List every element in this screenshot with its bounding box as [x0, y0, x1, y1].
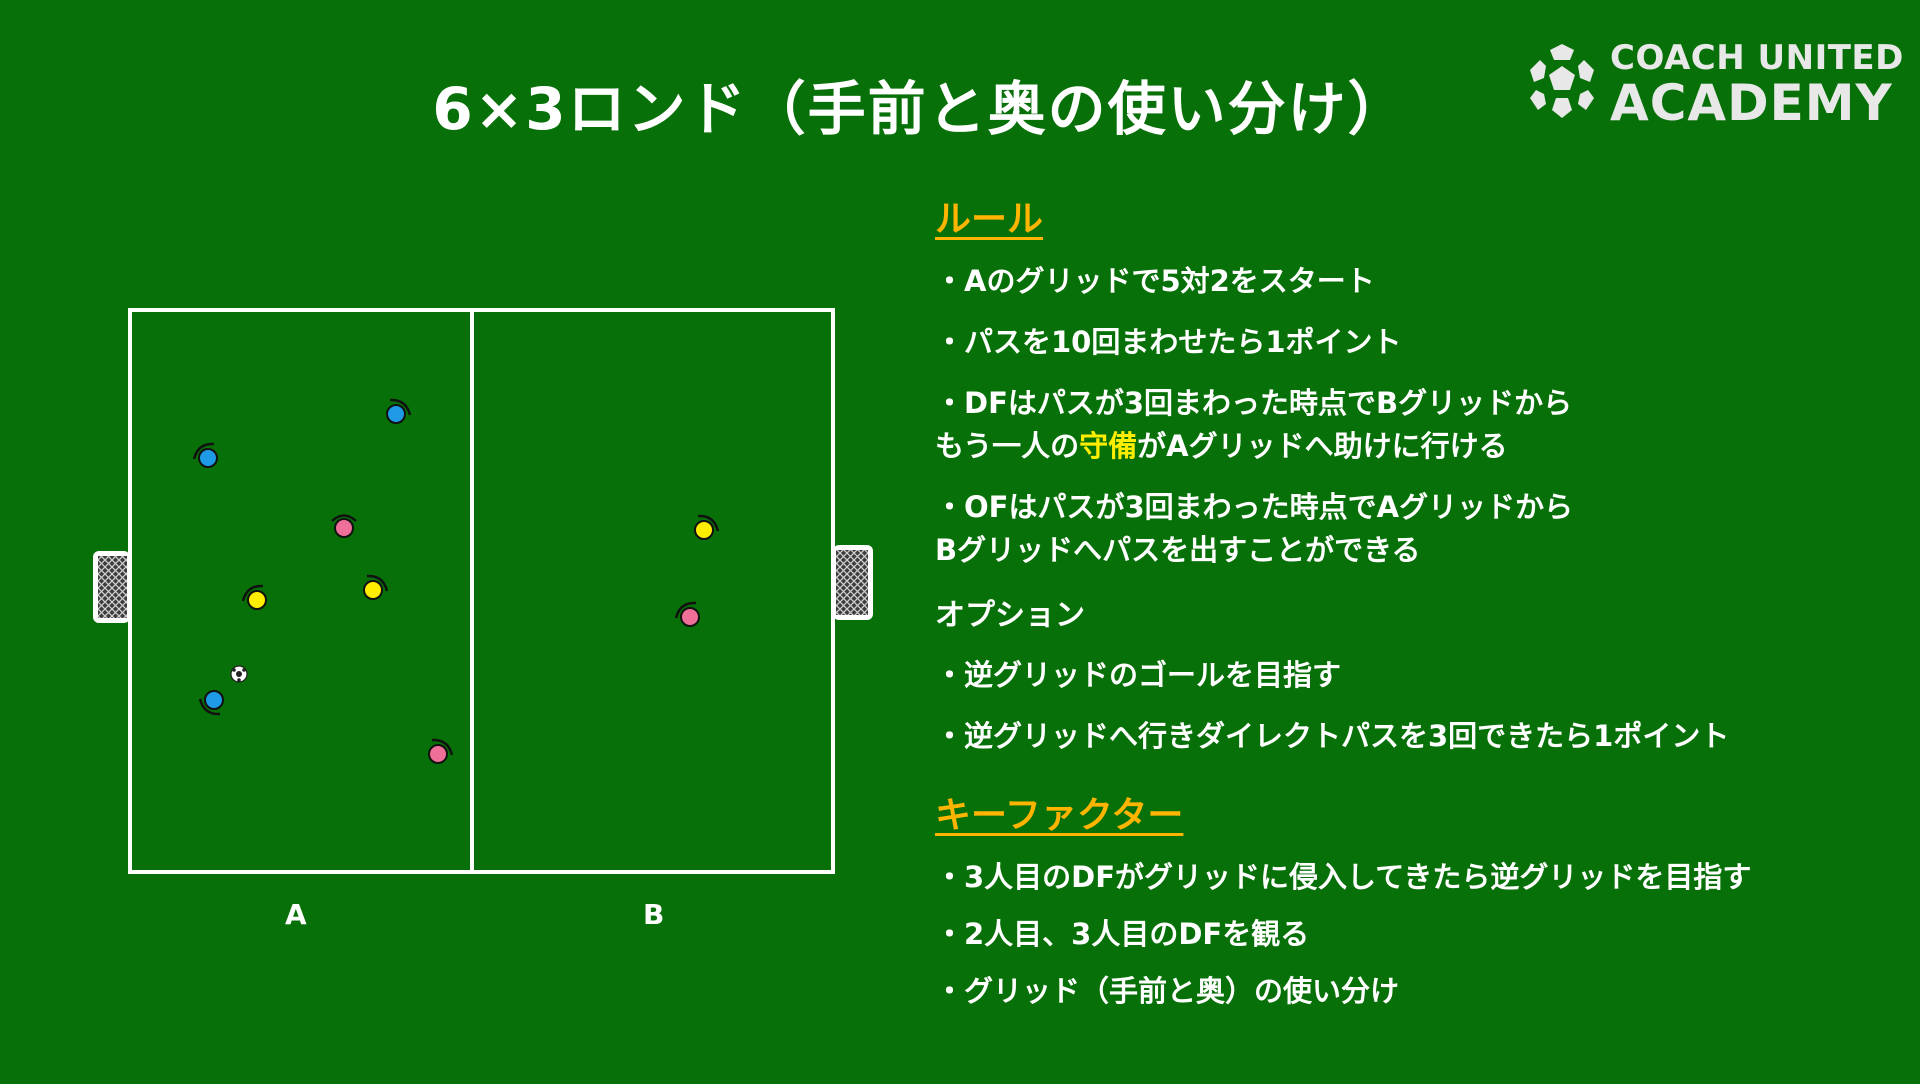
rule-text: がAグリッドへ助けに行ける — [1137, 429, 1508, 463]
key-factor-item: ・2人目、3人目のDFを観る — [935, 917, 1310, 951]
page-title: 6×3ロンド（手前と奥の使い分け） — [432, 75, 1408, 143]
rule-item: ・OFはパスが3回まわった時点でAグリッドから Bグリッドへパスを出すことができ… — [935, 486, 1895, 572]
key-factor-item: ・3人目のDFがグリッドに侵入してきたら逆グリッドを目指す — [935, 860, 1752, 894]
grid-a-boundary — [128, 308, 474, 874]
soccer-ball-icon — [230, 665, 248, 683]
player-marker-blue — [386, 398, 412, 424]
highlight-text: 守備 — [1079, 429, 1138, 463]
player-marker-yellow — [363, 574, 389, 600]
grid-label-a: A — [285, 898, 307, 931]
soccer-ball-logo-icon — [1530, 44, 1594, 118]
left-goal — [93, 551, 130, 623]
text-panel: ルール ・Aのグリッドで5対2をスタート ・パスを10回まわせたら1ポイント ・… — [935, 190, 1895, 1027]
rules-heading: ルール — [935, 199, 1044, 240]
player-marker-pink — [331, 514, 357, 538]
grid-b-boundary — [470, 308, 835, 874]
rule-text: ・DFはパスが3回まわった時点でBグリッドから — [935, 386, 1573, 420]
logo-text-bottom: ACADEMY — [1610, 74, 1893, 132]
rule-item: ・パスを10回まわせたら1ポイント — [935, 325, 1402, 359]
option-item: ・逆グリッドのゴールを目指す — [935, 658, 1342, 692]
logo-text-top: COACH UNITED — [1610, 38, 1904, 78]
pitch-diagram: A B — [0, 0, 900, 1080]
brand-logo: COACH UNITED ACADEMY — [1518, 36, 1903, 132]
player-marker-blue — [192, 442, 218, 468]
option-item: ・逆グリッドへ行きダイレクトパスを3回できたら1ポイント — [935, 719, 1730, 753]
options-heading: オプション — [935, 598, 1085, 633]
player-marker-yellow — [241, 584, 267, 610]
rule-item: ・Aのグリッドで5対2をスタート — [935, 264, 1375, 298]
player-marker-pink — [674, 601, 700, 627]
rule-text: もう一人の — [935, 429, 1080, 463]
rule-text: Bグリッドへパスを出すことができる — [935, 533, 1421, 567]
pitch-svg — [93, 308, 873, 874]
right-goal — [833, 545, 873, 620]
key-factor-item: ・グリッド（手前と奥）の使い分け — [935, 974, 1400, 1008]
player-marker-pink — [428, 738, 454, 764]
grid-label-b: B — [643, 898, 665, 931]
player-marker-yellow — [694, 514, 720, 540]
rule-item: ・DFはパスが3回まわった時点でBグリッドから もう一人の守備がAグリッドへ助け… — [935, 382, 1895, 468]
player-marker-blue — [198, 690, 224, 716]
key-factors-heading: キーファクター — [935, 795, 1184, 836]
rule-text: ・OFはパスが3回まわった時点でAグリッドから — [935, 490, 1574, 524]
